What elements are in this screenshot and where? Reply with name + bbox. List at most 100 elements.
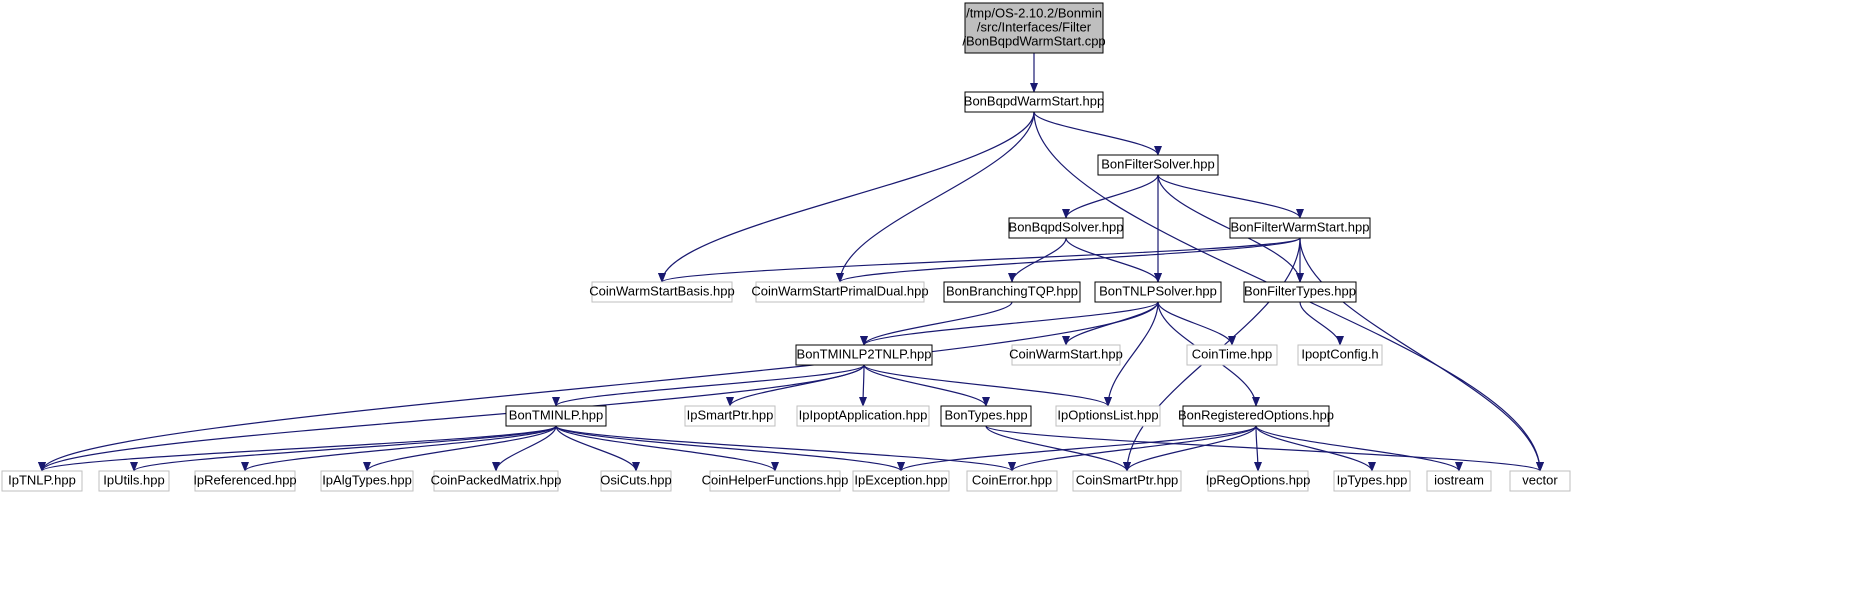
node-box <box>98 470 170 492</box>
node-box <box>1011 344 1121 366</box>
node-label: IpSmartPtr.hpp <box>687 407 774 422</box>
node-box <box>1207 470 1309 492</box>
node-bqpdsolver[interactable]: BonBqpdSolver.hpp <box>1008 217 1124 239</box>
node-bontypes[interactable]: BonTypes.hpp <box>940 405 1032 427</box>
node-tminlp[interactable]: BonTMINLP.hpp <box>505 405 607 427</box>
node-box <box>194 470 296 492</box>
node-coinsmartptr: CoinSmartPtr.hpp <box>1072 470 1182 492</box>
node-label: /tmp/OS-2.10.2/Bonmin <box>966 5 1102 20</box>
edge-filtertypes-to-ipoptconfig <box>1299 301 1344 346</box>
node-box <box>852 470 950 492</box>
edge-regopts-to-coinsmartptr <box>1123 425 1257 472</box>
node-filtertypes[interactable]: BonFilterTypes.hpp <box>1243 281 1357 303</box>
node-vector: vector <box>1509 470 1571 492</box>
node-branchtqp[interactable]: BonBranchingTQP.hpp <box>943 281 1081 303</box>
edge-tminlp-to-cpm <box>492 425 557 472</box>
edge-filterws-to-cwspd <box>836 237 1301 283</box>
edge-bontypes-to-vector <box>985 425 1544 472</box>
node-label: CoinSmartPtr.hpp <box>1076 472 1179 487</box>
edge-regopts-to-iptypes <box>1255 425 1376 472</box>
node-tminlp2tnlp[interactable]: BonTMINLP2TNLP.hpp <box>795 344 933 366</box>
edge-tminlp2tnlp-to-tminlp <box>552 364 865 407</box>
edge-bqpdws_h-to-cwspd <box>836 111 1035 283</box>
node-box <box>1 470 83 492</box>
node-regopts[interactable]: BonRegisteredOptions.hpp <box>1178 405 1334 427</box>
node-box <box>964 91 1104 113</box>
edge-tminlp-to-ipalgtypes <box>363 425 557 472</box>
edge-branchtqp-to-tminlp2tnlp <box>860 301 1013 346</box>
node-ipsmartptr: IpSmartPtr.hpp <box>684 405 776 427</box>
node-label: BonTMINLP2TNLP.hpp <box>797 346 932 361</box>
node-box <box>1055 405 1161 427</box>
node-box <box>1426 470 1492 492</box>
edge-regopts-to-iostream <box>1255 425 1463 472</box>
node-box <box>1186 344 1278 366</box>
edge-bqpdsolver-to-tnlpsolver <box>1065 237 1162 283</box>
node-label: CoinError.hpp <box>972 472 1052 487</box>
node-label: OsiCuts.hpp <box>600 472 672 487</box>
node-cwsbasis: CoinWarmStartBasis.hpp <box>589 281 735 303</box>
edge-tminlp-to-coinerror <box>555 425 1016 472</box>
node-box <box>966 470 1058 492</box>
node-box <box>795 344 933 366</box>
edge-filterws-to-vector <box>1299 237 1544 472</box>
edge-tminlp-to-iputils <box>130 425 557 472</box>
edge-tnlpsolver-to-cointime <box>1157 301 1236 346</box>
node-box <box>964 2 1104 54</box>
node-label: CoinHelperFunctions.hpp <box>702 472 849 487</box>
node-label: IpRegOptions.hpp <box>1206 472 1311 487</box>
node-box <box>320 470 414 492</box>
node-ipoptapp: IpIpoptApplication.hpp <box>796 405 930 427</box>
node-label: IpReferenced.hpp <box>193 472 296 487</box>
edge-regopts-to-coinerror <box>1008 425 1257 472</box>
node-bqpdws_h[interactable]: BonBqpdWarmStart.hpp <box>964 91 1104 113</box>
node-cpm: CoinPackedMatrix.hpp <box>431 470 561 492</box>
node-box <box>1297 344 1383 366</box>
node-tnlpsolver[interactable]: BonTNLPSolver.hpp <box>1094 281 1222 303</box>
node-label: BonFilterWarmStart.hpp <box>1231 219 1370 234</box>
edge-bqpdsolver-to-branchtqp <box>1008 237 1067 283</box>
node-osicuts: OsiCuts.hpp <box>600 470 672 492</box>
node-label: CoinWarmStart.hpp <box>1009 346 1123 361</box>
node-label: /BonBqpdWarmStart.cpp <box>962 33 1105 48</box>
node-filterws[interactable]: BonFilterWarmStart.hpp <box>1229 217 1371 239</box>
edge-filtersolver-to-bqpdsolver <box>1062 174 1159 219</box>
node-iptnlp: IpTNLP.hpp <box>1 470 83 492</box>
node-label: BonTypes.hpp <box>944 407 1027 422</box>
node-label: BonBranchingTQP.hpp <box>946 283 1078 298</box>
node-box <box>505 405 607 427</box>
node-label: vector <box>1522 472 1558 487</box>
node-box <box>591 281 733 303</box>
node-label: BonTMINLP.hpp <box>509 407 603 422</box>
node-box <box>1094 281 1222 303</box>
nodes-layer: /tmp/OS-2.10.2/Bonmin/src/Interfaces/Fil… <box>1 2 1571 492</box>
node-chf: CoinHelperFunctions.hpp <box>702 470 849 492</box>
node-label: CoinWarmStartBasis.hpp <box>589 283 734 298</box>
edge-tminlp2tnlp-to-ipoptapp <box>859 364 868 407</box>
node-label: iostream <box>1434 472 1484 487</box>
edge-tminlp-to-iptnlp <box>38 425 557 472</box>
node-label: CoinTime.hpp <box>1192 346 1272 361</box>
node-box <box>796 405 930 427</box>
edge-tminlp-to-ipreferenced <box>241 425 557 472</box>
edge-filterws-to-cwsbasis <box>658 237 1301 283</box>
edge-tnlpsolver-to-ipoptionslist <box>1104 301 1159 407</box>
node-label: BonRegisteredOptions.hpp <box>1178 407 1334 422</box>
edge-tminlp-to-chf <box>555 425 779 472</box>
node-label: IpOptionsList.hpp <box>1057 407 1158 422</box>
edge-tminlp-to-osicuts <box>555 425 640 472</box>
node-ipregoptions: IpRegOptions.hpp <box>1206 470 1311 492</box>
node-box <box>684 405 776 427</box>
node-coinerror: CoinError.hpp <box>966 470 1058 492</box>
node-cws: CoinWarmStart.hpp <box>1009 344 1123 366</box>
edge-filtersolver-to-filterws <box>1157 174 1304 219</box>
node-ipoptconfig: IpoptConfig.h <box>1297 344 1383 366</box>
node-filtersolver[interactable]: BonFilterSolver.hpp <box>1097 154 1219 176</box>
edge-tminlp-to-ipexception <box>555 425 905 472</box>
node-label: BonTNLPSolver.hpp <box>1099 283 1217 298</box>
node-label: BonFilterSolver.hpp <box>1101 156 1214 171</box>
node-label: IpAlgTypes.hpp <box>322 472 412 487</box>
node-root[interactable]: /tmp/OS-2.10.2/Bonmin/src/Interfaces/Fil… <box>962 2 1106 54</box>
edge-tnlpsolver-to-iptnlp <box>38 301 1159 472</box>
